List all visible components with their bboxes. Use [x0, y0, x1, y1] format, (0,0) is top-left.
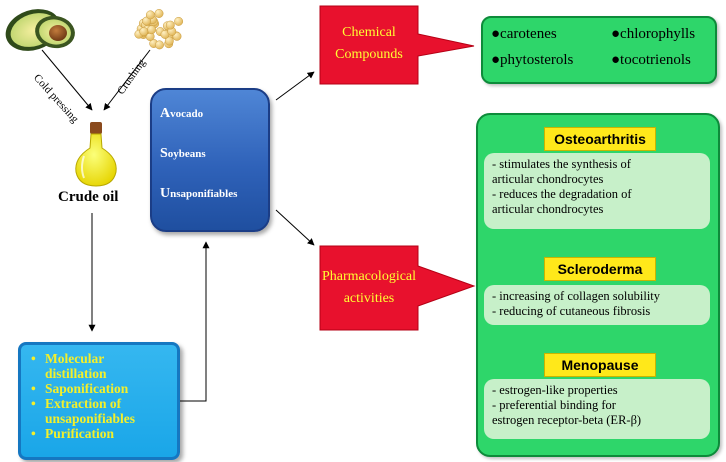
soybean: [165, 20, 175, 30]
compound-item: ●chlorophylls: [611, 26, 696, 42]
crude-oil-label: Crude oil: [58, 189, 119, 205]
asu-soybeans: Soybeans: [160, 146, 206, 161]
soybean: [155, 40, 164, 50]
soybean: [145, 10, 155, 20]
soybeans-icon: [134, 9, 184, 50]
chemical-callout-title: Chemical Compounds: [335, 25, 403, 62]
pharmacological-callout-shape: [319, 245, 476, 331]
soybean: [174, 16, 184, 26]
scleroderma-label: Scleroderma: [544, 257, 656, 281]
soybean: [164, 36, 174, 46]
chemical-callout-shape: [319, 5, 475, 85]
compound-item: ●carotenes: [491, 26, 557, 42]
pharmacological-panel: Osteoarthritis - stimulates the synthesi…: [476, 113, 720, 457]
osteoarthritis-description: - stimulates the synthesis of articular …: [484, 153, 710, 229]
menopause-label: Menopause: [544, 353, 656, 377]
scleroderma-description: - increasing of collagen solubility - re…: [484, 285, 710, 325]
asu-box: Avocado Soybeans Unsaponifiables: [150, 88, 270, 232]
osteoarthritis-label: Osteoarthritis: [544, 127, 656, 151]
pharmacological-callout-title: Pharmacological activities: [321, 269, 417, 306]
process-step: •Purification: [31, 426, 114, 441]
compound-item: ●phytosterols: [491, 52, 574, 68]
compound-item: ●tocotrienols: [611, 52, 691, 68]
process-step: •Saponification: [31, 381, 129, 396]
soybean: [147, 25, 157, 35]
chemical-compounds-box: ●carotenes ●chlorophylls ●phytosterols ●…: [481, 16, 717, 84]
oil-bottle-icon: [75, 122, 117, 187]
asu-unsaponifiables: Unsaponifiables: [160, 186, 238, 201]
asu-avocado: Avocado: [160, 106, 204, 121]
avocado-icon: [5, 9, 75, 51]
soybean: [154, 9, 164, 18]
soybean: [139, 27, 149, 37]
menopause-description: - estrogen-like properties - preferentia…: [484, 379, 710, 439]
